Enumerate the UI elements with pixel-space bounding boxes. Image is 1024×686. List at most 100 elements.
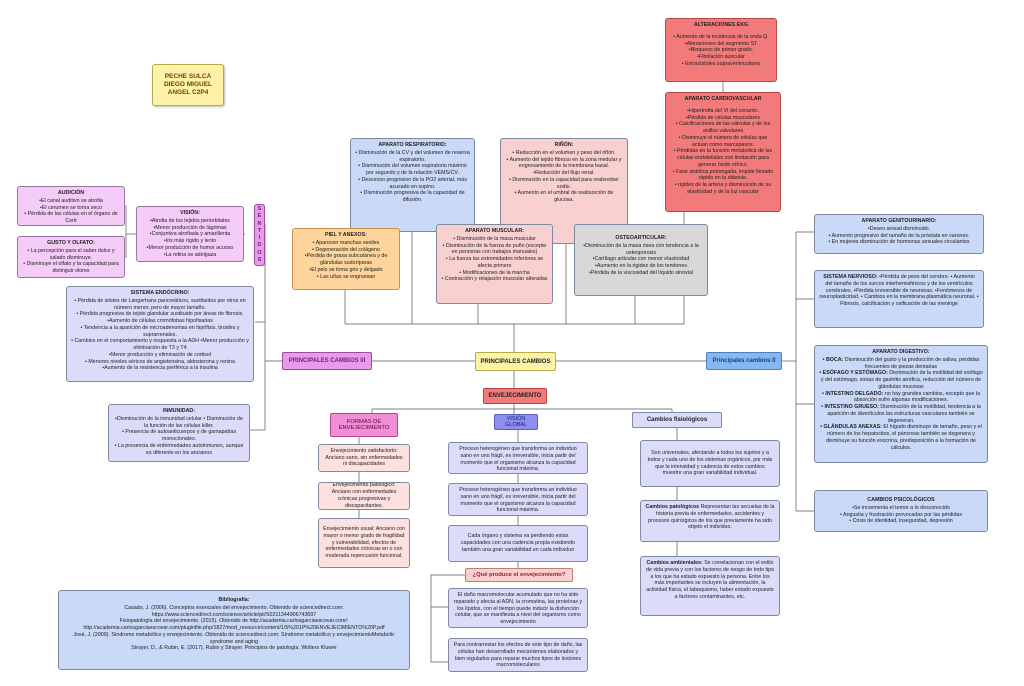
digestivo-item-key: • INTESTINO GRUESO: — [821, 404, 879, 411]
genitourinario-item: • En mujeres disminución de hormonas sex… — [828, 239, 970, 246]
digestivo-box: APARATO DIGESTIVO: • BOCA: Disminución d… — [814, 345, 988, 463]
piel-item: •Pérdida de grasa subcutánea y de glándu… — [304, 253, 388, 267]
bibliografia-item: Fisiopatología del envejecimiento. (2015… — [83, 618, 385, 632]
nervioso-text: •Pérdida de peso del cerebro. • Aumento … — [819, 274, 979, 308]
muscular-item: • Disminución de la fuerza de puño (exce… — [442, 242, 547, 256]
psicologicos-item: • Crisis de identidad, inseguridad, depr… — [849, 518, 953, 525]
endocrino-item: • Tendencia a la aparición de microadeno… — [80, 324, 240, 338]
osteoarticular-item: •Disminución de la masa ósea con tendenc… — [583, 242, 699, 256]
formas-item-satisfactorio: Envejecimiento satisfactorio: Anciano sa… — [318, 444, 410, 472]
formas-title: FORMAS DE ENVEJECIMIENTO — [330, 413, 398, 437]
vision-global-item: Cada órgano y sistema va perdiendo estas… — [448, 525, 588, 562]
muscular-item: • Contracción y relajación muscular alte… — [441, 276, 548, 283]
bibliografia-item: Casado, J. (2006). Conceptos esenciales … — [124, 604, 344, 618]
piel-item: • Las uñas se engruesan — [316, 273, 376, 280]
piel-item: • Degeneración del colágeno — [312, 246, 380, 253]
sentidos-letter: I — [258, 235, 261, 242]
rinon-item: • Disminución en la capacidad para reabs… — [509, 176, 619, 190]
alteraciones-ekg-item: •Alteraciones del segmento ST — [684, 40, 758, 47]
gusto-olfato-item: • La percepción para el saber dulce y sa… — [27, 247, 115, 261]
sentidos-letter: S — [257, 206, 262, 213]
psicologicos-title: CAMBIOS PSICOLÓGICOS — [867, 497, 935, 503]
digestivo-title: APARATO DIGESTIVO: — [872, 349, 930, 355]
digestivo-item: • INTESTINO DELGADO: no hay grandes camb… — [819, 391, 983, 405]
rinon-item: • Aumento en el umbral de reabsorción de… — [514, 190, 614, 204]
endocrino-item: • Menores niveles séricos de angiotensin… — [85, 358, 235, 365]
inmunidad-title: INMUNIDAD: — [162, 408, 196, 414]
piel-item: •El pelo se torna gris y delgado — [309, 266, 383, 273]
bibliografia-item: Strayer, D., & Rubin, E. (2017). Rubin y… — [131, 645, 337, 652]
endocrino-item: • Cambios en el comportamiento y respues… — [71, 338, 249, 352]
bibliografia-title: Bibliografía: — [218, 597, 250, 603]
cambios-ambientales-box: Cambios ambientales: Se correlacionan co… — [640, 556, 780, 616]
muscular-item: • La fuerza las extremidades inferiores … — [445, 256, 544, 269]
endocrino-item: •Aumento de la resistencia periférica a … — [102, 365, 218, 372]
vision-sentidos-box: VISIÓN: •Atrofia de los tejidos periorbi… — [136, 206, 244, 262]
inmunidad-item: • La presencia de enfermedades autoinmun… — [114, 442, 244, 456]
cardiovascular-box: APARATO CARDIOVASCULAR •Hipertrofia del … — [665, 92, 781, 212]
nervioso-box: SISTEMA NERVIOSO: •Pérdida de peso del c… — [814, 270, 984, 328]
vision-sentidos-item: •Menor producción de humor acuoso — [146, 244, 234, 251]
vision-global-title: VISIÓN GLOBAL — [494, 414, 538, 430]
digestivo-item-value: Disminución de la motilidad del esófago … — [820, 370, 983, 390]
genitourinario-item: • Aumento progresivo del tamaño de la pr… — [828, 232, 970, 239]
formas-item-usual: Envejecimiento usual: Anciano con mayor … — [318, 518, 410, 568]
genitourinario-title: APARATO GENITOURINARIO: — [861, 218, 937, 224]
digestivo-item-value: Disminución del gusto y la producción de… — [843, 356, 980, 370]
psicologicos-item: • Angustia y frustración provocadas por … — [840, 511, 962, 518]
bibliografia-item: José, J. (2009). Síndrome metabólico y e… — [73, 631, 395, 645]
cambios-patologicos-box: Cambios patológicos Representan las secu… — [640, 500, 780, 542]
audicion-item: •El canal auditivo se atrofia — [39, 197, 103, 204]
osteoarticular-box: OSTEOARTICULAR: •Disminución de la masa … — [574, 224, 708, 296]
alteraciones-ekg-title: ALTERACIONES EKG — [693, 22, 749, 28]
formas-text: Envejecimiento patológico: Anciano con e… — [331, 482, 397, 509]
audicion-item: • Pérdida de las células en el órgano de… — [24, 211, 118, 225]
digestivo-item: • BOCA: Disminución del gusto y la produ… — [819, 357, 983, 371]
genitourinario-item: •Deseo sexual disminuido. — [867, 225, 931, 232]
osteoarticular-item: •Cartílago articular con menor elasticid… — [592, 256, 690, 263]
digestivo-item: • ESÓFAGO Y ESTÓMAGO: Disminución de la … — [819, 370, 983, 390]
audicion-title: AUDICIÓN — [57, 190, 85, 196]
endocrino-title: SISTEMA ENDÓCRINO: — [130, 290, 190, 296]
alteraciones-ekg-item: • Aumento de la incidencia de la onda Q. — [673, 33, 769, 40]
muscular-box: APARATO MUSCULAR: • Disminución de la ma… — [436, 224, 553, 304]
principales-cambios-node: PRINCIPALES CAMBIOS — [475, 352, 556, 371]
que-produce-item: Para contrarrestar los efectos de este t… — [448, 638, 588, 672]
cambios-ambientales-text: Se correlacionan con el estilo de vida p… — [645, 560, 775, 600]
cardiovascular-item: • Pérdidas en la función metabólica de l… — [673, 148, 773, 168]
sentidos-label: S E N T I D O S — [254, 204, 265, 266]
vision-sentidos-item: •Conjuntiva atrofiada y amarillenta — [149, 231, 231, 238]
digestivo-item: • GLÁNDULAS ANEXAS: El hígado disminuye … — [819, 424, 983, 451]
sentidos-letter: O — [257, 249, 262, 256]
muscular-item: • Modificaciones de la marcha — [459, 269, 530, 276]
piel-item: • Aparecen manchas seniles — [312, 239, 380, 246]
respiratorio-title: APARATO RESPIRATORIO: — [378, 142, 447, 148]
vision-sentidos-title: VISIÓN: — [180, 210, 200, 216]
vision-global-item: Proceso heterogéneo que transforma un in… — [448, 483, 588, 516]
vision-sentidos-item: •Iris más rígido y lento — [163, 238, 217, 245]
endocrino-box: SISTEMA ENDÓCRINO: • Pérdida de islotes … — [66, 286, 254, 382]
vision-sentidos-item: •La retina se adelgaza — [163, 251, 217, 258]
audicion-box: AUDICIÓN •El canal auditivo se atrofia •… — [17, 186, 125, 226]
piel-box: PIEL Y ANEXOS: • Aparecen manchas senile… — [292, 228, 400, 290]
fisiologicos-intro: Son universales, afectando a todos los s… — [647, 449, 773, 477]
respiratorio-item: • Descenso progresivo de la PO2 arterial… — [358, 176, 467, 190]
psicologicos-item: •Se incrementa el temor a lo desconocido — [852, 504, 950, 511]
gusto-olfato-title: GUSTO Y OLFATO: — [47, 240, 95, 246]
inmunidad-item: • Presencia de autoanticuerpos y de gama… — [121, 429, 237, 443]
digestivo-item-key: • INTESTINO DELGADO: — [822, 390, 884, 397]
vision-global-text: Proceso heterogéneo que transforma un in… — [459, 487, 577, 514]
que-produce-item: El daño macromolecular acumulado que no … — [448, 588, 588, 628]
vision-global-item: Proceso heterogéneo que transforma un in… — [448, 442, 588, 474]
respiratorio-item: • Disminución del volumen espiratorio má… — [358, 163, 467, 177]
formas-text: Envejecimiento satisfactorio: Anciano sa… — [325, 447, 403, 468]
principales-cambios-ii-node: Principales cambios II — [706, 352, 782, 370]
alteraciones-ekg-item: • Extrasístoles supraventriculares — [681, 60, 761, 67]
sentidos-letter: E — [257, 213, 262, 220]
genitourinario-box: APARATO GENITOURINARIO: •Deseo sexual di… — [814, 214, 984, 254]
formas-text: Envejecimiento usual: Anciano con mayor … — [323, 526, 405, 560]
muscular-item: • Disminución de la masa muscular — [453, 235, 536, 242]
rinon-item: •Reducción del flujo renal. — [533, 170, 595, 177]
respiratorio-item: • Disminución progresiva de la capacidad… — [360, 190, 465, 204]
